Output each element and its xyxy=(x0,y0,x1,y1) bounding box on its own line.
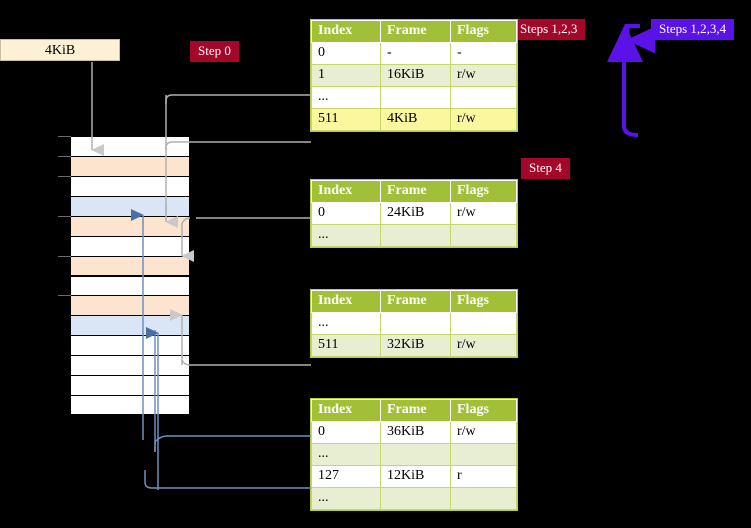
table-cell: 36KiB xyxy=(380,421,451,444)
table-cell: r/w xyxy=(450,421,517,444)
table-cell xyxy=(380,224,451,247)
physical-memory-grid xyxy=(70,136,190,415)
table-cell xyxy=(450,86,517,109)
table-cell: r xyxy=(450,465,517,488)
memory-frame-row xyxy=(70,295,190,316)
table-cell xyxy=(380,487,451,510)
memory-frame-row xyxy=(70,235,190,256)
memory-frame-row xyxy=(70,155,190,176)
table-row: ... xyxy=(311,86,517,109)
memory-frame-row xyxy=(70,395,190,415)
table-cell: 127 xyxy=(311,465,381,488)
table-cell: ... xyxy=(311,487,381,510)
memory-tick xyxy=(58,175,71,177)
wire-steps1234-bracket xyxy=(622,24,639,137)
wire-table3-row127-link xyxy=(144,470,311,489)
memory-frame-row xyxy=(70,195,190,216)
table-cell: 0 xyxy=(311,421,381,444)
table-cell xyxy=(450,312,517,335)
badge-steps-1-2-3-4: Steps 1,2,3,4 xyxy=(651,19,735,40)
table-cell: r/w xyxy=(450,108,517,131)
table-cell: ... xyxy=(311,86,381,109)
table-cell xyxy=(450,487,517,510)
table-cell: 12KiB xyxy=(380,465,451,488)
wire-table0-row1-out xyxy=(165,94,311,104)
table-cell: ... xyxy=(311,443,381,466)
table-cell: 511 xyxy=(311,334,381,357)
table-cell xyxy=(450,443,517,466)
table-row: ... xyxy=(311,224,517,247)
memory-frame-row xyxy=(70,355,190,376)
table-header-index: Index xyxy=(311,290,381,313)
table-header-flags: Flags xyxy=(450,290,517,313)
table-header-flags: Flags xyxy=(450,399,517,422)
memory-frame-row xyxy=(70,275,190,296)
table-cell: - xyxy=(450,42,517,65)
table-row: ... xyxy=(311,312,517,335)
table-header-flags: Flags xyxy=(450,180,517,203)
badge-step-0: Step 0 xyxy=(190,41,239,62)
table-header-flags: Flags xyxy=(450,20,517,43)
table-cell xyxy=(380,312,451,335)
memory-tick xyxy=(58,295,71,297)
table-row: 0-- xyxy=(311,42,517,65)
table-cell: 511 xyxy=(311,108,381,131)
memory-tick xyxy=(58,255,71,257)
table-row: ... xyxy=(311,443,517,466)
table-header-index: Index xyxy=(311,399,381,422)
table-cell: r/w xyxy=(450,334,517,357)
memory-tick xyxy=(58,155,71,157)
memory-tick xyxy=(58,215,71,217)
table-cell xyxy=(380,443,451,466)
badge-step-4: Step 4 xyxy=(521,158,570,179)
wire-table3-row0-link xyxy=(154,435,311,452)
memory-size-box: 4KiB xyxy=(0,39,120,61)
table-header-frame: Frame xyxy=(380,399,451,422)
table-cell: 24KiB xyxy=(380,202,451,225)
table-row: ... xyxy=(311,487,517,510)
memory-tick xyxy=(58,136,71,137)
table-cell: 4KiB xyxy=(380,108,451,131)
memory-frame-row xyxy=(70,136,190,156)
memory-frame-row xyxy=(70,335,190,356)
badge-steps-1-2-3: Steps 1,2,3 xyxy=(512,19,586,40)
memory-frame-row xyxy=(70,375,190,396)
table-cell: 0 xyxy=(311,202,381,225)
table-cell: - xyxy=(380,42,451,65)
table-cell: 16KiB xyxy=(380,64,451,87)
table-cell: ... xyxy=(311,224,381,247)
table-cell: r/w xyxy=(450,202,517,225)
memory-frame-row xyxy=(70,215,190,236)
table-cell xyxy=(450,224,517,247)
table-header-frame: Frame xyxy=(380,180,451,203)
table-cell: r/w xyxy=(450,64,517,87)
memory-frame-row xyxy=(70,255,190,276)
table-cell: 1 xyxy=(311,64,381,87)
memory-frame-row xyxy=(70,175,190,196)
wire-table2-link xyxy=(181,359,311,366)
table-cell: 0 xyxy=(311,42,381,65)
memory-frame-row xyxy=(70,315,190,336)
table-header-frame: Frame xyxy=(380,20,451,43)
table-header-index: Index xyxy=(311,20,381,43)
table-cell: 32KiB xyxy=(380,334,451,357)
table-header-frame: Frame xyxy=(380,290,451,313)
table-cell: ... xyxy=(311,312,381,335)
table-header-index: Index xyxy=(311,180,381,203)
table-cell xyxy=(380,86,451,109)
